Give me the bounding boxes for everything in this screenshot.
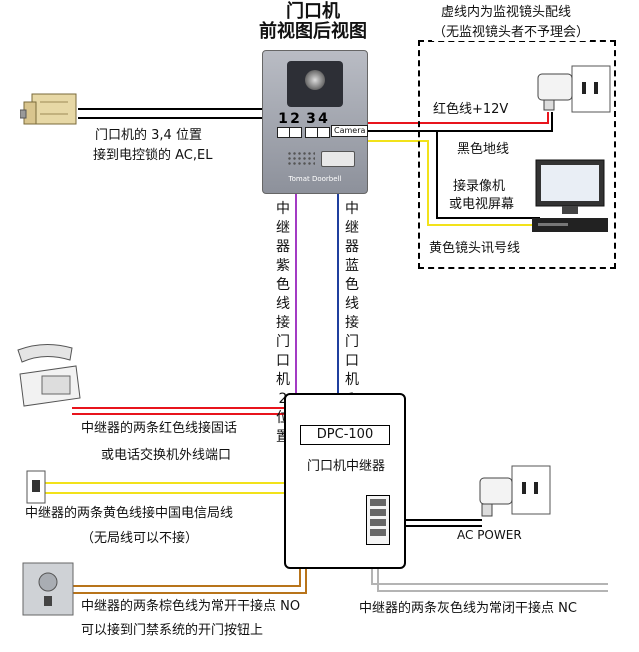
yellow-wire-label: 黄色镜头讯号线	[428, 240, 522, 257]
phone-note-line2: 或电话交换机外线端口	[100, 447, 233, 464]
camera-port-label: Camera	[331, 125, 369, 137]
line-note-line1: 中继器的两条黄色线接中国电信局线	[24, 505, 235, 522]
camera-power-adapter-icon	[537, 65, 611, 113]
camera-lens-icon	[305, 70, 325, 90]
terminal-port-4	[317, 127, 330, 138]
relay-name-label: 门口机中继器	[306, 459, 385, 474]
port-number-1: 1	[278, 111, 288, 127]
port-number-3: 3	[306, 111, 316, 127]
port-number-4: 4	[318, 111, 328, 127]
ac-power-label: AC POWER	[456, 527, 523, 544]
button-note-line1: 中继器的两条棕色线为常开干接点 NO	[80, 598, 302, 615]
electric-lock-icon	[20, 93, 77, 125]
camera-box-note-line1: 虚线内为监视镜头配线	[440, 4, 573, 21]
purple-wire-label: 中继器紫色线接门口机2位置	[276, 201, 290, 445]
camera-box-note-line2: （无监视镜头者不予理会）	[432, 24, 591, 41]
camera-wire-black	[366, 112, 553, 132]
recorder-label-line1: 接录像机	[452, 178, 507, 195]
door-relay-unit: DPC-100 门口机中继器	[284, 393, 406, 569]
terminal-port-2	[289, 127, 302, 138]
call-button-plate	[321, 151, 355, 167]
tv-monitor-icon	[532, 159, 608, 232]
telephone-icon	[17, 344, 81, 407]
door-unit-brand: Tomat Doorbell	[288, 175, 342, 183]
camera-wiring-box	[418, 40, 616, 269]
brown-wire-2	[72, 565, 307, 594]
relay-model-label: DPC-100	[300, 425, 390, 445]
button-note-line2: 可以接到门禁系统的开门按钮上	[80, 622, 265, 639]
phone-note-line1: 中继器的两条红色线接固话	[80, 420, 239, 437]
gray-wire-2	[377, 565, 608, 592]
gray-wire-1	[371, 565, 608, 585]
camera-wire-red	[366, 112, 549, 124]
speaker-grill-icon	[287, 151, 315, 167]
red-wire-label: 红色线+12V	[432, 101, 510, 118]
phone-jack-icon	[26, 470, 46, 504]
port-number-2: 2	[290, 111, 300, 127]
exit-button-icon	[22, 562, 74, 616]
relay-terminal-block	[366, 495, 390, 545]
door-unit: 1 2 3 4 Camera Tomat Doorbell	[262, 50, 369, 194]
camera-wire-yellow	[366, 140, 540, 226]
diagram-title-line2: 前视图后视图	[259, 21, 367, 42]
brown-wire-1	[72, 565, 301, 587]
nc-note: 中继器的两条灰色线为常闭干接点 NC	[358, 600, 578, 617]
camera-wire-black-down	[436, 131, 540, 219]
lock-note-line2: 接到电控锁的 AC,EL	[92, 147, 214, 164]
recorder-label-line2: 或电视屏幕	[448, 196, 516, 213]
door-camera	[287, 61, 343, 107]
lock-note-line1: 门口机的 3,4 位置	[94, 127, 203, 144]
diagram-title-line1: 门口机	[286, 1, 340, 22]
ac-power-adapter-icon	[479, 465, 551, 517]
line-note-line2: （无局线可以不接）	[80, 530, 200, 547]
black-wire-label: 黑色地线	[456, 141, 511, 158]
